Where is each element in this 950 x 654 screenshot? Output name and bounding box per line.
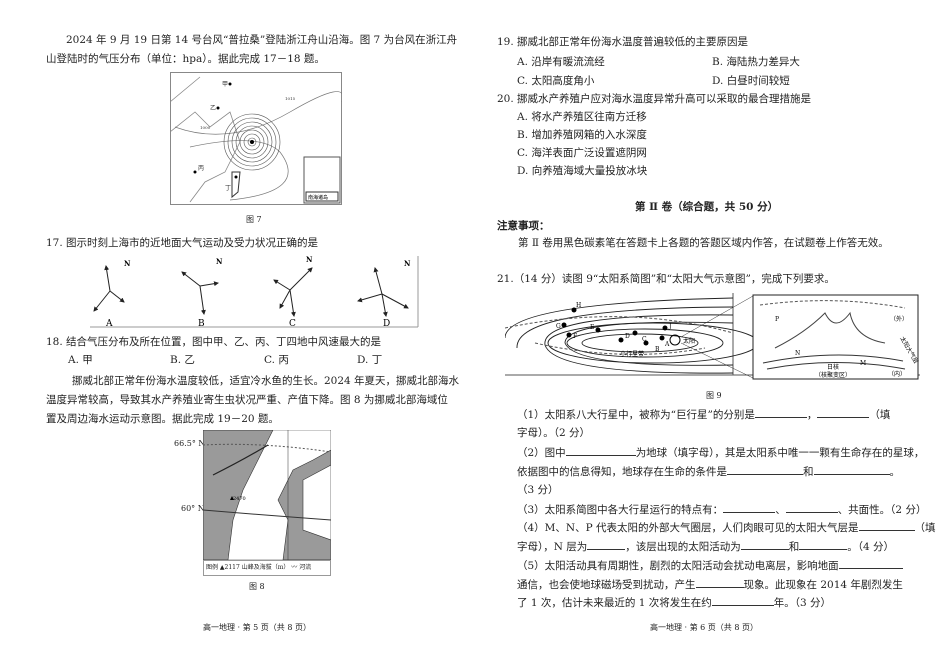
north-label: N [124,259,131,268]
answer-blank[interactable] [813,464,890,475]
planet-e: E [590,324,594,331]
q20-option-c: C. 海洋表面广泛设置遮阴网 [517,147,647,159]
layer-n: N [795,350,800,357]
q18-option-c: C. 丙 [264,354,289,366]
q20-option-a: A. 将水产养殖区往南方迁移 [517,111,647,123]
answer-blank[interactable] [565,445,636,456]
answer-blank[interactable] [838,558,903,569]
layer-p: P [775,316,779,323]
answer-blank[interactable] [817,407,870,418]
figure-8-caption: 图 8 [249,582,265,591]
subquestion-5: （5）太阳活动具有周期性，剧烈的太阳活动会扰动电离层，影响地面 [517,558,903,573]
north-label: N [216,257,223,266]
answer-blank[interactable] [740,539,789,550]
core-label-2: （核聚变区） [815,371,851,379]
figure-7-caption: 图 7 [246,215,262,224]
answer-blank[interactable] [754,407,807,418]
asteroid-belt-label: 小行星带 [620,350,644,358]
planet-d: D [625,333,630,340]
isobar-label: 1015 [285,96,296,101]
inner-label: （内） [888,370,906,378]
q19-option-a: A. 沿岸有暖流流经 [517,56,605,68]
question-18: 18. 结合气压分布及所在位置，图中甲、乙、丙、丁四地中风速最大的是 [46,336,382,348]
intro-text: 山登陆时的气压分布（单位：hpa）。据此完成 17－18 题。 [46,53,325,65]
answer-blank[interactable] [723,502,776,513]
figure-8-legend: 图例 ▲2117 山峰及海拔（m） 〰 河流 [203,560,331,576]
label-jia: 甲 [222,81,228,88]
option-a: A [105,319,113,328]
latitude-label: 66.5° N [174,439,206,448]
intro-text: 挪威北部正常年份海水温度较低，适宜冷水鱼的生长。2024 年夏天，挪威北部海水 [72,375,460,387]
option-d: D [383,319,390,328]
planet-j: J [668,323,672,330]
planet-g: G [556,323,561,330]
label-bing: 丙 [198,165,204,172]
planet-b: B [655,346,660,353]
layer-m: M [860,360,866,367]
subquestion-5-cont: 通信，也会使地球磁场受到扰动，产生现象。此现象在 2014 年剧烈发生 [517,577,903,591]
sun-label: 太阳 [683,337,695,345]
peak-icon [230,496,234,500]
latitude-label: 60° N [181,504,205,513]
planet-h: H [576,302,581,309]
question-21: 21.（14 分）读图 9“太阳系简图”和“太阳大气示意图”，完成下列要求。 [497,273,835,285]
q18-option-d: D. 丁 [357,354,383,366]
answer-blank[interactable] [695,577,744,588]
q20-option-d: D. 向养殖海域大量投放冰块 [517,165,648,177]
answer-blank[interactable] [727,464,803,475]
q20-option-b: B. 增加养殖网箱的入水深度 [517,129,647,141]
option-c: C [289,319,296,328]
page-footer: 高一地理 · 第 6 页（共 8 页） [650,623,758,632]
subquestion-1: （1）太阳系八大行星中，被称为“巨行星”的分别是，（填 [517,407,891,421]
q18-option-a: A. 甲 [68,354,93,366]
section-title: 第 Ⅱ 卷（综合题，共 50 分） [635,201,779,213]
q19-option-b: B. 海陆热力差异大 [712,56,800,68]
option-b: B [198,319,205,328]
intro-text: 温度异常较高，导致其水产养殖业寄生虫状况严重、产值下降。图 8 为挪威北部海域位 [46,394,448,406]
question-17: 17. 图示时刻上海市的近地面大气运动及受力状况正确的是 [46,237,319,249]
figure-9-caption: 图 9 [706,391,722,400]
figure-8-norway-map: 2470 [203,430,331,561]
subquestion-2-cont: 依据图中的信息得知，地球存在生命的条件是和。 [517,464,900,478]
answer-blank[interactable] [799,539,848,550]
question-20: 20. 挪威水产养殖户应对海水温度异常升高可以采取的最合理措施是 [497,93,812,105]
answer-blank[interactable] [587,539,626,550]
subquestion-1-cont: 字母）。（2 分） [517,427,591,439]
answer-blank[interactable] [711,595,774,606]
answer-blank[interactable] [858,520,915,531]
figure-7-pressure-map: 甲 乙 丙 丁 1015 1000 南海诸岛 [170,72,342,205]
notice-title: 注意事项： [497,220,550,232]
subquestion-4-cont: 字母），N 层为，该层出现的太阳活动为和。（4 分） [517,539,895,553]
planet-a: A [664,341,670,348]
outer-label: （外） [890,315,908,323]
subquestion-4: （4）M、N、P 代表太阳的外部大气圈层，人们肉眼可见的太阳大气层是（填 [517,520,936,534]
q19-option-c: C. 太阳高度角小 [517,75,595,87]
peak-label: 2470 [233,496,246,502]
north-label: N [404,259,411,268]
question-19: 19. 挪威北部正常年份海水温度普遍较低的主要原因是 [497,36,749,48]
q17-force-diagrams: N N N N A B C D [90,256,419,328]
q18-option-b: B. 乙 [170,354,195,366]
subquestion-2-score: （3 分） [517,484,559,496]
label-yi: 乙 [210,105,216,112]
planet-c: C [642,336,647,343]
planet-f: F [573,333,577,340]
page-footer: 高一地理 · 第 5 页（共 8 页） [203,623,311,632]
subquestion-2: （2）图中为地球（填字母），其是太阳系中唯一一颗有生命存在的星球， [517,445,925,459]
south-sea-inset-label: 南海诸岛 [308,194,328,201]
core-label: 日核 [827,363,839,371]
intro-text: 2024 年 9 月 19 日第 14 号台风“普拉桑”登陆浙江舟山沿海。图 7… [66,34,458,46]
answer-blank[interactable] [785,502,838,513]
q19-option-d: D. 白昼时间较短 [712,75,790,87]
isobar-label: 1000 [200,125,211,130]
label-ding: 丁 [225,185,231,192]
intro-text: 置及周边海水运动示意图。据此完成 19－20 题。 [46,413,279,425]
subquestion-3: （3）太阳系简图中各大行星运行的特点有：、、共面性。（2 分） [517,502,927,516]
subquestion-5-end: 了 1 次，估计未来最近的 1 次将发生在约年。（3 分） [517,595,831,609]
notice-text: 第 Ⅱ 卷用黑色碳素笔在答题卡上各题的答题区域内作答，在试题卷上作答无效。 [518,237,889,249]
north-label: N [306,256,313,264]
